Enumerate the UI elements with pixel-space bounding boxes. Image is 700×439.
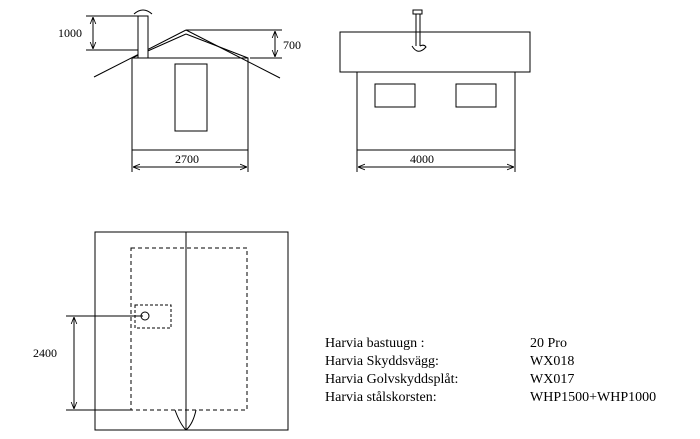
- dim-4000-label: 4000: [410, 152, 434, 166]
- plan-outline: [94, 231, 289, 431]
- spec-value: WHP1500+WHP1000: [530, 390, 657, 405]
- spec-value: WX018: [530, 354, 575, 369]
- side-window-right: [455, 83, 497, 108]
- dim-2400-label: 2400: [33, 346, 57, 360]
- equipment-spec-list: Harvia bastuugn : 20 Pro Harvia Skyddsvä…: [325, 335, 695, 407]
- spec-label: Harvia Skyddsvägg:: [325, 354, 439, 369]
- front-wall: [131, 57, 249, 151]
- door-swing: [174, 409, 197, 431]
- side-wall: [356, 71, 516, 151]
- spec-label: Harvia stålskorsten:: [325, 390, 437, 405]
- dim-700-label: 700: [283, 38, 301, 52]
- spec-label: Harvia bastuugn :: [325, 336, 425, 351]
- chimney-cap: [133, 9, 153, 15]
- plan-protection-area: [130, 247, 248, 411]
- spec-value: 20 Pro: [530, 336, 567, 351]
- front-view: [86, 9, 282, 172]
- side-chimney-bend: [411, 44, 427, 52]
- spec-row: Harvia Skyddsvägg: WX018: [325, 353, 695, 371]
- dim-1000-label: 1000: [58, 26, 82, 40]
- side-view: [339, 9, 531, 172]
- plan-view: [66, 231, 289, 431]
- chimney: [137, 15, 149, 59]
- side-window-left: [374, 83, 416, 108]
- spec-row: Harvia bastuugn : 20 Pro: [325, 335, 695, 353]
- roof-inner-right: [185, 33, 249, 59]
- dim-2700-label: 2700: [175, 152, 199, 166]
- spec-row: Harvia Golvskyddsplåt: WX017: [325, 371, 695, 389]
- roof-right-line: [185, 29, 281, 79]
- spec-value: WX017: [530, 372, 575, 387]
- side-chimney-cap: [412, 9, 423, 15]
- spec-label: Harvia Golvskyddsplåt:: [325, 372, 459, 387]
- spec-row: Harvia stålskorsten: WHP1500+WHP1000: [325, 389, 695, 407]
- door: [174, 63, 208, 132]
- side-roof: [339, 31, 531, 73]
